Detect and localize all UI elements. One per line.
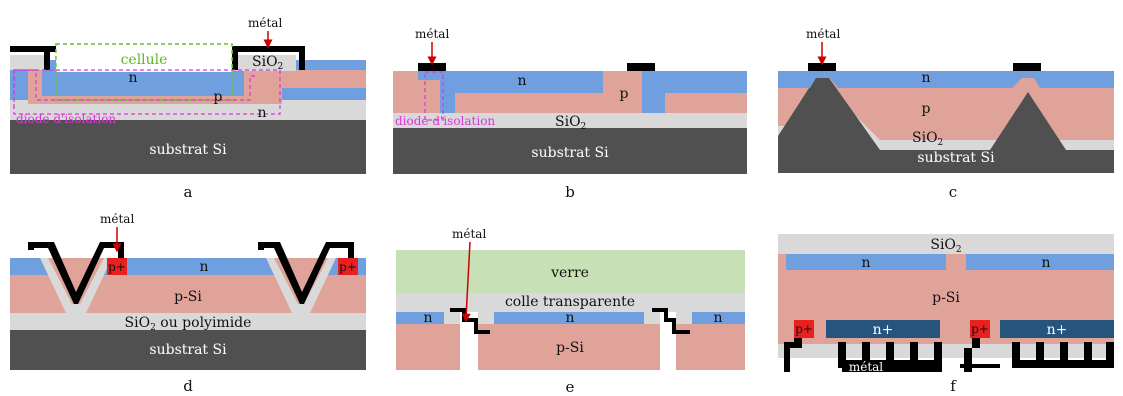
p-plus-right-label: p+: [339, 260, 357, 274]
metal-right: [258, 242, 354, 304]
oxide-layer: [393, 113, 747, 128]
n-plus-right-label: n+: [1047, 322, 1068, 338]
isolation-outline: [424, 71, 444, 121]
metal-label: métal: [806, 27, 840, 41]
panel-a: métal cellule n p n SiO2 diode d'isolati…: [10, 16, 366, 201]
p-region: [28, 65, 366, 104]
caption-e: e: [566, 378, 575, 396]
substrate-label: substrat Si: [531, 145, 609, 161]
p-si-label: p-Si: [932, 290, 960, 306]
p-plus-right-label: p+: [971, 322, 989, 336]
panel-b: métal n p diode d'isolation SiO2 substra…: [393, 27, 747, 201]
metal-right: [1013, 63, 1041, 71]
substrate-layer: [10, 120, 366, 174]
p-plus-right: [970, 320, 990, 338]
p-plus-left-label: p+: [795, 322, 813, 336]
metal-contact-pplus-right: [964, 338, 980, 372]
metal-right: [232, 46, 305, 70]
n-plus-left: [826, 320, 940, 338]
n-right-region: [966, 254, 1114, 270]
n-mid-label: n: [565, 310, 574, 326]
cell-label: cellule: [121, 52, 168, 68]
substrate-label: substrat Si: [149, 142, 227, 158]
metal-left: [10, 46, 60, 70]
panel-f: SiO2 n n p-Si p+ p+ n+ n+ métal f: [778, 234, 1114, 395]
n-region: [393, 71, 747, 113]
n-left-label: n: [861, 255, 870, 271]
metal-label: métal: [849, 360, 883, 374]
metal-label: métal: [452, 227, 486, 241]
substrate-label: substrat Si: [917, 150, 995, 166]
p-plus-left: [794, 320, 814, 338]
oxide-layer: [10, 100, 366, 120]
oxide-layer: [10, 313, 366, 330]
oxide-label: SiO2: [555, 114, 586, 132]
isolation-label: diode d'isolation: [395, 114, 495, 128]
isolation-label: diode d'isolation: [16, 112, 116, 126]
n-right-label: n: [1041, 255, 1050, 271]
metal-left: [418, 63, 446, 71]
panel-e: métal verre colle transparente n n n p-S…: [396, 227, 745, 396]
metal-comb-left: [838, 342, 942, 368]
substrate-shape: [778, 68, 1114, 173]
caption-c: c: [949, 183, 957, 201]
substrate-label: substrat Si: [149, 342, 227, 358]
oxide-left: [10, 55, 48, 70]
panel-c: métal n p SiO2 substrat Si c: [778, 27, 1114, 201]
p-plus-left: [107, 258, 127, 275]
glue-label: colle transparente: [505, 294, 635, 310]
oxide-label: SiO2: [912, 130, 943, 148]
caption-d: d: [183, 377, 193, 395]
metal-right: [627, 63, 655, 71]
oxide-right: [232, 55, 296, 71]
p-label: p: [922, 101, 931, 117]
caption-f: f: [950, 377, 957, 395]
oxide-label: SiO2: [252, 54, 283, 72]
metal-arrow: [461, 241, 471, 323]
p-label: p: [214, 89, 223, 105]
metal-label: métal: [100, 212, 134, 226]
cell-window: [56, 44, 232, 72]
glass-layer: [396, 250, 745, 293]
n-plus-right: [1000, 320, 1114, 338]
metal-label: métal: [248, 16, 282, 30]
glass-label: verre: [550, 265, 589, 281]
metal-comb-right: [1012, 342, 1114, 368]
p-plus-right: [338, 258, 358, 275]
oxide-label: SiO2 ou polyimide: [125, 315, 252, 333]
n-left-label: n: [423, 310, 432, 326]
p-plus-left-label: p+: [108, 260, 126, 274]
substrate-layer: [393, 128, 747, 174]
oxide-label: SiO2: [930, 237, 961, 255]
metal-contact-pplus-left: [784, 338, 802, 372]
oxide-top-layer: [778, 234, 1114, 254]
n-label-bottom: n: [257, 105, 266, 121]
n-label: n: [517, 73, 526, 89]
metal-right: [652, 308, 690, 334]
substrate-layer: [10, 330, 366, 370]
metal-left: [808, 63, 836, 71]
caption-b: b: [565, 183, 575, 201]
panel-d: métal p+ p+ n p-Si SiO2 ou polyimide sub…: [10, 212, 366, 395]
n-label-top: n: [128, 70, 137, 86]
n-right-label: n: [713, 310, 722, 326]
n-label: n: [921, 70, 930, 86]
n-plus-left-label: n+: [873, 322, 894, 338]
trench-left: [460, 312, 478, 370]
metal-label: métal: [415, 27, 449, 41]
p-si-label: p-Si: [556, 340, 584, 356]
caption-a: a: [184, 183, 193, 201]
n-label: n: [199, 259, 208, 275]
n-left-region: [786, 254, 946, 270]
n-layer: [778, 71, 1114, 88]
p-si-label: p-Si: [174, 289, 202, 305]
p-label: p: [620, 86, 629, 102]
